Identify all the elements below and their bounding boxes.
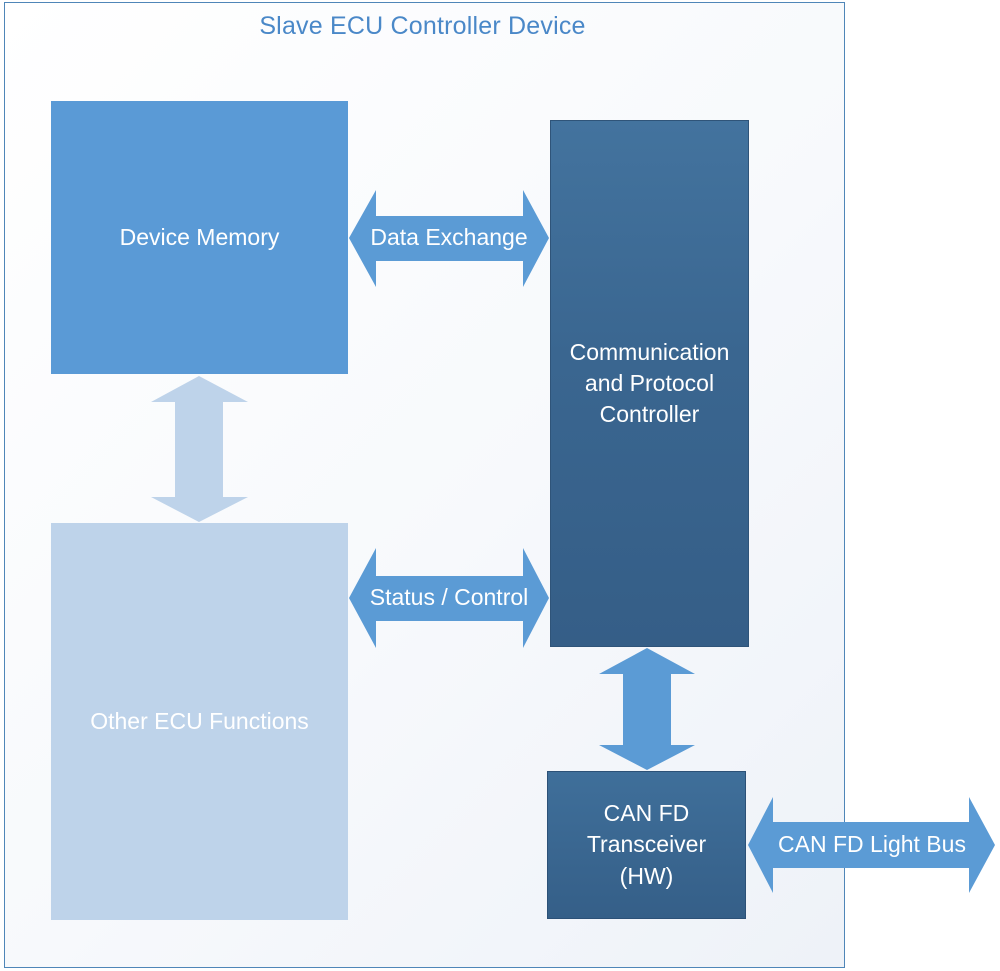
data-exchange-arrow xyxy=(349,190,549,287)
controller-transceiver-arrow xyxy=(599,648,695,770)
can-fd-transceiver-block: CAN FD Transceiver (HW) xyxy=(547,771,746,919)
device-memory-block: Device Memory xyxy=(51,101,348,374)
comm-label-line3: Controller xyxy=(599,401,700,428)
frame-title: Slave ECU Controller Device xyxy=(259,12,586,40)
xcv-label-line1: CAN FD xyxy=(603,800,690,827)
status-control-arrow xyxy=(349,548,549,648)
comm-label-line1: Communication xyxy=(569,338,730,365)
communication-controller-block: Communication and Protocol Controller xyxy=(550,120,749,647)
device-memory-label: Device Memory xyxy=(119,223,280,250)
can-bus-arrow xyxy=(748,797,995,893)
can-bus-label: CAN FD Light Bus xyxy=(778,831,966,857)
xcv-label-line3: (HW) xyxy=(619,862,674,889)
memory-other-arrow xyxy=(151,376,248,522)
xcv-label-line2: Transceiver xyxy=(586,831,707,858)
other-ecu-functions-label: Other ECU Functions xyxy=(90,707,309,734)
data-exchange-label: Data Exchange xyxy=(370,224,528,250)
other-ecu-functions-block: Other ECU Functions xyxy=(51,523,348,920)
comm-label-line2: and Protocol xyxy=(584,369,715,396)
status-control-label: Status / Control xyxy=(369,584,529,610)
